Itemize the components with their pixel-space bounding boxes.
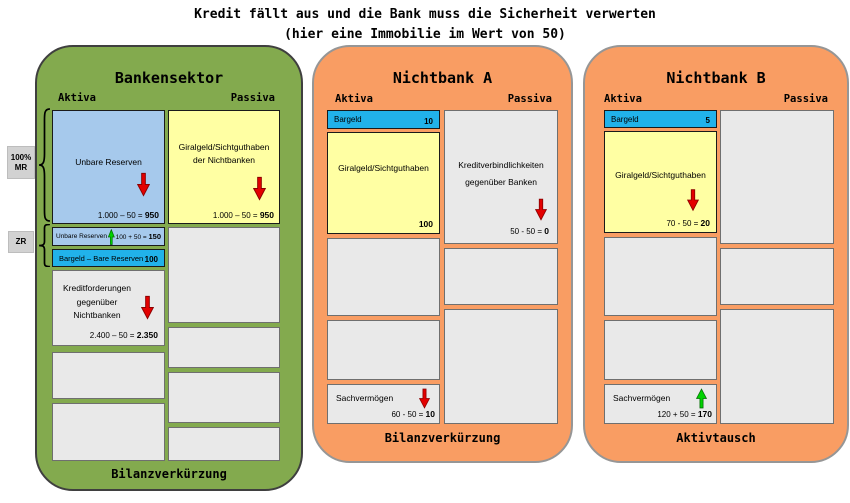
nichtbank-b-giralgeld-box: Giralgeld/Sichtguthaben 70 - 50 = 20 bbox=[604, 131, 717, 233]
nichtbank-b-bargeld-label: Bargeld bbox=[611, 114, 639, 124]
bank-kreditforderungen-value: 2.400 – 50 = 2.350 bbox=[89, 330, 158, 340]
nichtbank-a-passiva-label: Passiva bbox=[507, 93, 552, 105]
bank-giralgeld-value: 1.000 – 50 = 950 bbox=[212, 210, 274, 220]
nichtbank-a-kreditverbindlichkeiten-box: Kreditverbindlichkeiten gegenüber Banken… bbox=[444, 110, 558, 244]
nichtbank-b-passiva-empty-box bbox=[720, 309, 834, 424]
nichtbank-b-sachvermoegen-label: Sachvermögen bbox=[613, 393, 671, 403]
bank-kreditforderungen-label: Kreditforderungen gegenüber Nichtbanken bbox=[62, 283, 132, 320]
nichtbank-a-bargeld-value: 10 bbox=[424, 117, 433, 126]
nichtbank-b-sachvermoegen-box: Sachvermögen 120 + 50 = 170 bbox=[604, 384, 717, 424]
bank-panel: Bankensektor Aktiva Passiva Unbare Reser… bbox=[35, 45, 303, 491]
nichtbank-b-giralgeld-label: Giralgeld/Sichtguthaben bbox=[615, 170, 706, 180]
bank-unbare-reserven-small-label: Unbare Reserven bbox=[56, 233, 107, 240]
green-up-arrow-icon bbox=[696, 388, 707, 409]
bank-unbare-reserven-label: Unbare Reserven bbox=[75, 157, 142, 167]
nichtbank-b-passiva-empty-box bbox=[720, 110, 834, 244]
nichtbank-a-passiva-empty-box bbox=[444, 309, 558, 424]
red-down-arrow-icon bbox=[253, 176, 266, 201]
zr-brace-icon bbox=[38, 224, 51, 267]
nichtbank-a-kreditverbindlichkeiten-label: Kreditverbindlichkeiten gegenüber Banken bbox=[458, 160, 544, 187]
nichtbank-b-passiva-empty-box bbox=[720, 248, 834, 305]
nichtbank-a-aktiva-empty-box bbox=[327, 238, 440, 316]
nichtbank-b-giralgeld-value: 70 - 50 = 20 bbox=[666, 218, 710, 228]
bank-footer-label: Bilanzverkürzung bbox=[111, 467, 227, 481]
nichtbank-a-sachvermoegen-label: Sachvermögen bbox=[336, 393, 394, 403]
nichtbank-a-giralgeld-value: 100 bbox=[418, 219, 433, 229]
bank-bargeld-bare-reserven-value: 100 bbox=[144, 255, 158, 264]
nichtbank-a-passiva-empty-box bbox=[444, 248, 558, 305]
nichtbank-a-aktiva-empty-box bbox=[327, 320, 440, 380]
diagram-title-line2: (hier eine Immobilie im Wert von 50) bbox=[284, 27, 566, 42]
green-up-arrow-icon bbox=[107, 228, 115, 245]
diagram-title: Kredit fällt aus und die Bank muss die S… bbox=[0, 5, 850, 45]
bank-aktiva-empty-box bbox=[52, 403, 165, 461]
bank-unbare-reserven-small-box: Unbare Reserven 100 + 50 = 150 bbox=[52, 227, 165, 246]
bank-unbare-reserven-box: Unbare Reserven 1.000 – 50 = 950 bbox=[52, 110, 165, 224]
bank-passiva-label: Passiva bbox=[230, 92, 275, 104]
nichtbank-b-passiva-label: Passiva bbox=[783, 93, 828, 105]
mr-label-chip: 100% MR bbox=[7, 146, 35, 179]
bank-aktiva-label: Aktiva bbox=[58, 92, 96, 104]
nichtbank-a-kreditverbindlichkeiten-value: 50 - 50 = 0 bbox=[510, 226, 549, 236]
nichtbank-a-giralgeld-label: Giralgeld/Sichtguthaben bbox=[338, 163, 429, 173]
nichtbank-a-panel: Nichtbank A Aktiva Passiva Bargeld 10 Gi… bbox=[312, 45, 573, 463]
nichtbank-b-aktiva-empty-box bbox=[604, 320, 717, 380]
bank-passiva-empty-box bbox=[168, 372, 280, 423]
bank-passiva-empty-box bbox=[168, 427, 280, 461]
zr-label-chip: ZR bbox=[8, 231, 34, 253]
bank-unbare-reserven-small-value: 100 + 50 = 150 bbox=[115, 232, 161, 241]
bank-kreditforderungen-box: Kreditforderungen gegenüber Nichtbanken … bbox=[52, 270, 165, 346]
nichtbank-a-footer-label: Bilanzverkürzung bbox=[384, 431, 501, 445]
nichtbank-a-aktiva-label: Aktiva bbox=[335, 93, 373, 105]
nichtbank-a-bargeld-label: Bargeld bbox=[334, 115, 362, 124]
bank-bargeld-bare-reserven-box: Bargeld – Bare Reserven 100 bbox=[52, 249, 165, 267]
bank-bargeld-bare-reserven-label: Bargeld – Bare Reserven bbox=[59, 253, 144, 263]
bank-passiva-empty-box bbox=[168, 227, 280, 323]
mr-brace-icon bbox=[38, 108, 51, 222]
red-down-arrow-icon bbox=[137, 172, 150, 197]
bank-giralgeld-label: Giralgeld/Sichtguthaben der Nichtbanken bbox=[178, 142, 270, 165]
bank-panel-title: Bankensektor bbox=[114, 69, 224, 87]
nichtbank-b-footer-label: Aktivtausch bbox=[676, 431, 756, 445]
red-down-arrow-icon bbox=[535, 198, 547, 221]
red-down-arrow-icon bbox=[419, 388, 430, 409]
nichtbank-a-sachvermoegen-value: 60 - 50 = 10 bbox=[391, 409, 435, 419]
nichtbank-b-bargeld-value: 5 bbox=[705, 116, 710, 125]
nichtbank-b-aktiva-empty-box bbox=[604, 237, 717, 316]
nichtbank-a-giralgeld-box: Giralgeld/Sichtguthaben 100 bbox=[327, 132, 440, 234]
red-down-arrow-icon bbox=[141, 295, 154, 320]
nichtbank-b-aktiva-label: Aktiva bbox=[604, 93, 642, 105]
bank-aktiva-empty-box bbox=[52, 352, 165, 399]
nichtbank-b-panel: Nichtbank B Aktiva Passiva Bargeld 5 Gir… bbox=[583, 45, 849, 463]
nichtbank-b-title: Nichtbank B bbox=[666, 69, 766, 87]
nichtbank-a-sachvermoegen-box: Sachvermögen 60 - 50 = 10 bbox=[327, 384, 440, 424]
nichtbank-b-bargeld-box: Bargeld 5 bbox=[604, 110, 717, 128]
red-down-arrow-icon bbox=[687, 189, 699, 212]
bank-unbare-reserven-value: 1.000 – 50 = 950 bbox=[97, 210, 159, 220]
bank-passiva-empty-box bbox=[168, 327, 280, 368]
nichtbank-a-title: Nichtbank A bbox=[392, 69, 493, 87]
nichtbank-b-sachvermoegen-value: 120 + 50 = 170 bbox=[657, 409, 712, 419]
diagram-title-line1: Kredit fällt aus und die Bank muss die S… bbox=[194, 7, 656, 22]
bank-giralgeld-box: Giralgeld/Sichtguthaben der Nichtbanken … bbox=[168, 110, 280, 224]
nichtbank-a-bargeld-box: Bargeld 10 bbox=[327, 110, 440, 129]
